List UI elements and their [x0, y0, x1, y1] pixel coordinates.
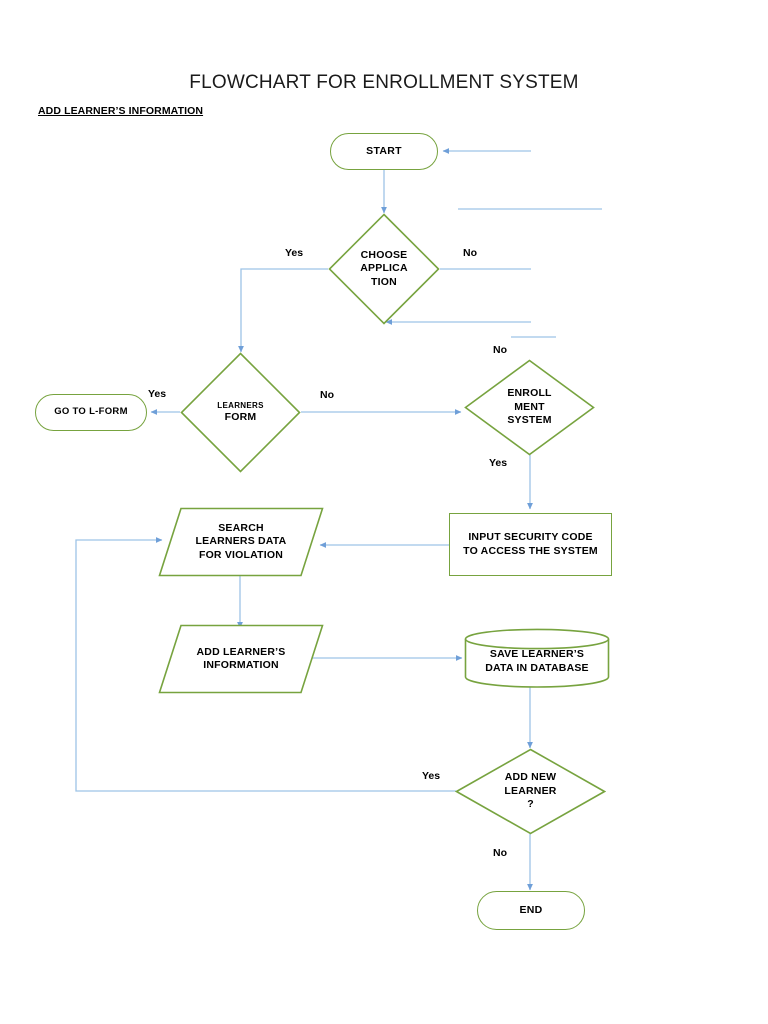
label-enrollment-no: No [493, 344, 507, 356]
node-choose-application[interactable]: CHOOSE APPLICA TION [328, 213, 440, 325]
wire-choose-yes [238, 268, 328, 353]
node-start-label: START [366, 144, 402, 157]
node-add-learner-information[interactable]: ADD LEARNER’S INFORMATION [158, 624, 324, 694]
node-goto-l-form[interactable]: GO TO L-FORM [35, 394, 147, 431]
node-save-database-label: SAVE LEARNER’S DATA IN DATABASE [485, 648, 589, 674]
node-input-security-code-label: INPUT SECURITY CODE TO ACCESS THE SYSTEM [463, 531, 598, 557]
node-choose-application-label: CHOOSE APPLICA TION [360, 248, 408, 288]
node-input-security-code[interactable]: INPUT SECURITY CODE TO ACCESS THE SYSTEM [449, 513, 612, 576]
node-learners-form-label: LEARNERS FORM [217, 400, 264, 423]
label-add-new-learner-no: No [493, 847, 507, 859]
node-add-new-learner-label: ADD NEW LEARNER ? [504, 771, 557, 811]
node-save-database[interactable]: SAVE LEARNER’S DATA IN DATABASE [464, 628, 610, 688]
diamond-shape [464, 359, 595, 456]
parallelogram-shape [158, 624, 324, 694]
node-start[interactable]: START [330, 133, 438, 170]
diamond-shape [328, 213, 440, 325]
parallelogram-shape [158, 507, 324, 577]
label-enrollment-yes: Yes [489, 457, 508, 469]
node-search-learners-data-label: SEARCH LEARNERS DATA FOR VIOLATION [195, 521, 287, 561]
label-choose-no: No [463, 247, 477, 259]
page-title: FLOWCHART FOR ENROLLMENT SYSTEM [189, 72, 579, 93]
diamond-shape [180, 352, 301, 473]
node-search-learners-data[interactable]: SEARCH LEARNERS DATA FOR VIOLATION [158, 507, 324, 577]
label-learners-form-no: No [320, 389, 334, 401]
node-goto-l-form-label: GO TO L-FORM [54, 406, 128, 418]
label-choose-yes: Yes [285, 247, 304, 259]
node-end[interactable]: END [477, 891, 585, 930]
node-learners-form[interactable]: LEARNERS FORM [180, 352, 301, 473]
label-learners-form-yes: Yes [148, 388, 167, 400]
node-enrollment-system-label: ENROLL MENT SYSTEM [507, 387, 552, 427]
section-subtitle: ADD LEARNER’S INFORMATION [38, 105, 204, 117]
node-add-new-learner[interactable]: ADD NEW LEARNER ? [455, 748, 606, 835]
diamond-shape [455, 748, 606, 835]
node-end-label: END [519, 903, 543, 916]
node-add-learner-information-label: ADD LEARNER’S INFORMATION [196, 645, 286, 671]
label-add-new-learner-yes: Yes [422, 770, 441, 782]
cylinder-shape [464, 628, 610, 688]
node-enrollment-system[interactable]: ENROLL MENT SYSTEM [464, 359, 595, 456]
